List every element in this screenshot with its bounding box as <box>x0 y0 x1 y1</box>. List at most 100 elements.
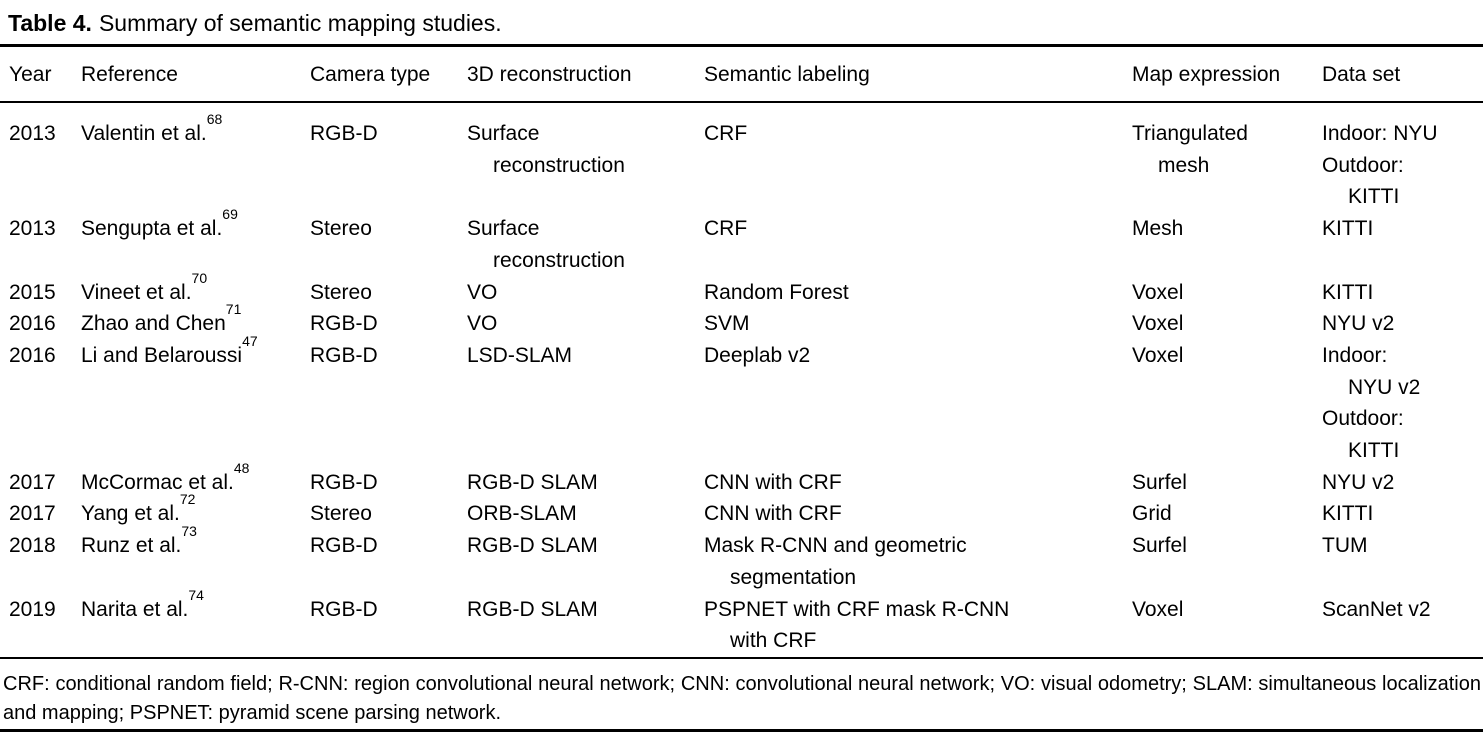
reference-citation-number: 71 <box>225 301 242 318</box>
cell-line: RGB-D <box>310 312 378 336</box>
cell-data-set: NYU v2 <box>1322 308 1483 340</box>
cell-data-set: KITTI <box>1322 277 1483 309</box>
reference-text: Narita et al. <box>81 597 189 621</box>
table-header: Year Reference Camera type 3D reconstruc… <box>0 47 1483 103</box>
cell-line: Stereo <box>310 217 372 241</box>
cell-line: Triangulated <box>1132 122 1248 145</box>
cell-line: Mesh <box>1132 217 1184 241</box>
cell-year: 2013 <box>9 122 56 145</box>
cell-line: Deeplab v2 <box>704 343 811 367</box>
cell-year: 2016 <box>9 312 56 336</box>
cell-line: Indoor: <box>1322 343 1388 367</box>
cell-data-set: KITTI <box>1322 213 1483 276</box>
reference-citation-number: 48 <box>233 459 250 476</box>
cell-line: VO <box>467 280 498 304</box>
cell-reference: Runz et al.73 <box>81 524 310 593</box>
reference-text: Li and Belaroussi <box>81 343 243 367</box>
cell-reference: Vineet et al.70 <box>81 271 310 309</box>
cell-line: SVM <box>704 312 750 336</box>
cell-camera-type: Stereo <box>310 277 467 309</box>
col-header-data-set: Data set <box>1322 47 1483 103</box>
cell-line: Surfel <box>1132 534 1187 558</box>
reference-text: McCormac et al. <box>81 470 234 494</box>
col-header-reference: Reference <box>81 47 310 103</box>
reference-citation-number: 69 <box>222 206 238 223</box>
reference-citation-number: 47 <box>242 332 258 349</box>
reference-citation-number: 70 <box>191 269 208 286</box>
cell-line: LSD-SLAM <box>467 343 573 367</box>
cell-reference: Sengupta et al.69 <box>81 207 310 276</box>
cell-year: 2019 <box>9 597 56 621</box>
cell-map-expression: Voxel <box>1132 277 1322 309</box>
cell-line: ORB-SLAM <box>467 502 577 526</box>
cell-line: Voxel <box>1132 597 1184 621</box>
cell-semantic-labeling: SVM <box>704 308 1132 340</box>
cell-data-set: KITTI <box>1322 498 1483 530</box>
cell-line: RGB-D <box>310 470 378 494</box>
cell-semantic-labeling: Deeplab v2 <box>704 340 1132 467</box>
cell-semantic-labeling: CRF <box>704 102 1132 213</box>
cell-map-expression: Surfel <box>1132 467 1322 499</box>
cell-line: Voxel <box>1132 280 1184 304</box>
cell-semantic-labeling: Random Forest <box>704 277 1132 309</box>
cell-map-expression: Mesh <box>1132 213 1322 276</box>
cell-reconstruction-3d: LSD-SLAM <box>467 340 704 467</box>
cell-line: Indoor: NYU <box>1322 122 1438 145</box>
col-header-year: Year <box>0 47 81 103</box>
cell-line: NYU v2 <box>1322 312 1395 336</box>
cell-data-set: TUM <box>1322 530 1483 593</box>
cell-reconstruction-3d: RGB-D SLAM <box>467 594 704 657</box>
table-footnote: CRF: conditional random field; R-CNN: re… <box>0 656 1483 732</box>
cell-line: RGB-D SLAM <box>467 597 598 621</box>
cell-year: 2017 <box>9 470 56 494</box>
cell-year: 2017 <box>9 502 56 526</box>
caption-text: Summary of semantic mapping studies. <box>98 10 502 36</box>
cell-data-set: ScanNet v2 <box>1322 594 1483 657</box>
cell-line: reconstruction <box>493 248 625 272</box>
cell-camera-type: RGB-D <box>310 594 467 657</box>
cell-line: NYU v2 <box>1322 470 1395 494</box>
caption-label: Table 4. <box>8 10 92 36</box>
cell-reference: Li and Belaroussi47 <box>81 334 310 467</box>
reference-text: Valentin et al. <box>81 122 207 145</box>
cell-semantic-labeling: CNN with CRF <box>704 498 1132 530</box>
header-row: Year Reference Camera type 3D reconstruc… <box>0 47 1483 103</box>
cell-line: Surfel <box>1132 470 1187 494</box>
cell-line: VO <box>467 312 498 336</box>
cell-year: 2016 <box>9 343 56 367</box>
cell-line: Voxel <box>1132 312 1184 336</box>
cell-line: KITTI <box>1348 185 1400 209</box>
cell-line: Outdoor: <box>1322 407 1404 431</box>
cell-reconstruction-3d: VO <box>467 308 704 340</box>
cell-line: KITTI <box>1322 502 1374 526</box>
cell-line: RGB-D <box>310 597 378 621</box>
cell-line: Stereo <box>310 280 372 304</box>
table-caption: Table 4.Summary of semantic mapping stud… <box>0 0 1483 47</box>
cell-reference: McCormac et al.48 <box>81 461 310 499</box>
cell-line: Random Forest <box>704 280 849 304</box>
cell-year: 2013 <box>9 217 56 241</box>
cell-line: Voxel <box>1132 343 1184 367</box>
cell-line: with CRF <box>730 629 817 653</box>
cell-camera-type: Stereo <box>310 213 467 276</box>
reference-citation-number: 72 <box>179 491 196 508</box>
cell-reference: Zhao and Chen71 <box>81 302 310 340</box>
